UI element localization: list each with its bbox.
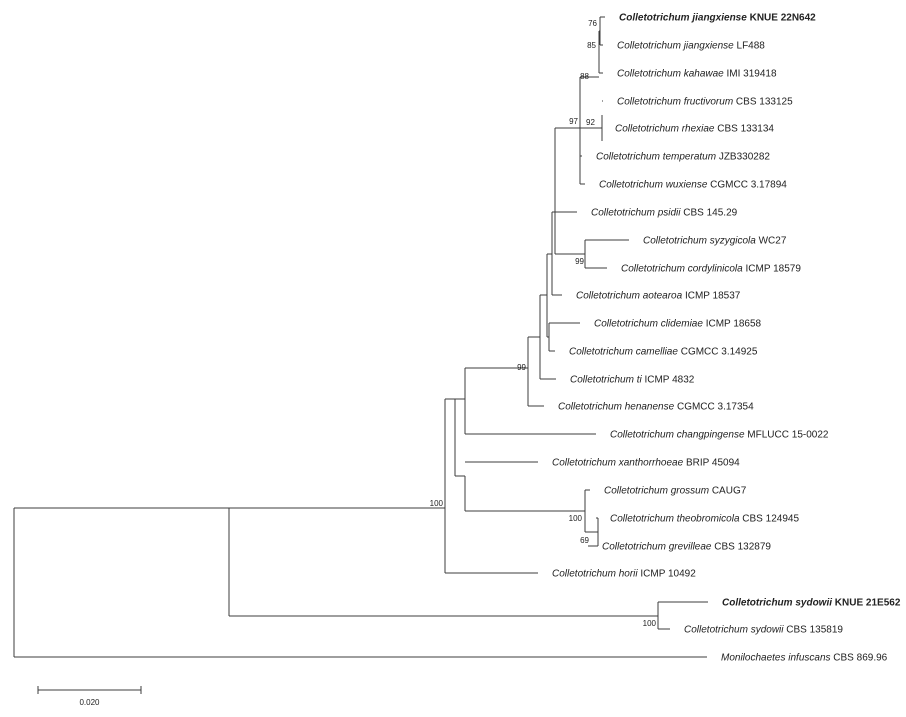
strain-id: CBS 124945 (740, 514, 800, 525)
species-name: Colletotrichum camelliae (569, 347, 678, 358)
species-name: Monilochaetes infuscans (721, 653, 831, 664)
species-name: Colletotrichum syzygicola (643, 236, 756, 247)
bootstrap-value: 100 (643, 619, 657, 628)
strain-id: ICMP 18537 (682, 291, 741, 302)
taxon-labels: Colletotrichum jiangxiense KNUE 22N642Co… (552, 13, 901, 664)
taxon-label: Colletotrichum camelliae CGMCC 3.14925 (569, 347, 758, 358)
species-name: Colletotrichum psidii (591, 208, 681, 219)
taxon-label: Colletotrichum psidii CBS 145.29 (591, 208, 738, 219)
strain-id: CBS 869.96 (831, 653, 888, 664)
taxon-label: Colletotrichum horii ICMP 10492 (552, 569, 696, 580)
species-name: Colletotrichum cordylinicola (621, 264, 743, 275)
strain-id: KNUE 22N642 (747, 13, 816, 24)
taxon-label: Colletotrichum sydowii KNUE 21E562 (722, 598, 901, 609)
species-name: Colletotrichum henanense (558, 402, 675, 413)
taxon-label: Colletotrichum rhexiae CBS 133134 (615, 124, 774, 135)
strain-id: ICMP 18658 (703, 319, 762, 330)
taxon-label: Colletotrichum changpingense MFLUCC 15-0… (610, 430, 829, 441)
species-name: Colletotrichum ti (570, 375, 642, 386)
strain-id: BRIP 45094 (683, 458, 740, 469)
species-name: Colletotrichum jiangxiense (619, 13, 747, 24)
bootstrap-value: 97 (569, 117, 578, 126)
taxon-label: Colletotrichum clidemiae ICMP 18658 (594, 319, 762, 330)
species-name: Colletotrichum fructivorum (617, 97, 733, 108)
strain-id: CGMCC 3.14925 (678, 347, 758, 358)
strain-id: CBS 145.29 (680, 208, 737, 219)
species-name: Colletotrichum rhexiae (615, 124, 715, 135)
taxon-label: Colletotrichum sydowii CBS 135819 (684, 625, 843, 636)
bootstrap-value: 88 (580, 72, 589, 81)
taxon-label: Colletotrichum jiangxiense KNUE 22N642 (619, 13, 816, 24)
strain-id: JZB330282 (716, 152, 770, 163)
taxon-label: Colletotrichum syzygicola WC27 (643, 236, 787, 247)
taxon-label: Colletotrichum temperatum JZB330282 (596, 152, 770, 163)
species-name: Colletotrichum wuxiense (599, 180, 708, 191)
strain-id: CGMCC 3.17354 (674, 402, 754, 413)
bootstrap-value: 85 (587, 41, 596, 50)
taxon-label: Monilochaetes infuscans CBS 869.96 (721, 653, 888, 664)
taxon-label: Colletotrichum aotearoa ICMP 18537 (576, 291, 741, 302)
strain-id: ICMP 18579 (743, 264, 802, 275)
species-name: Colletotrichum clidemiae (594, 319, 703, 330)
taxon-label: Colletotrichum kahawae IMI 319418 (617, 69, 777, 80)
bootstrap-value: 92 (586, 118, 595, 127)
species-name: Colletotrichum xanthorrhoeae (552, 458, 684, 469)
species-name: Colletotrichum grossum (604, 486, 709, 497)
species-name: Colletotrichum changpingense (610, 430, 745, 441)
strain-id: ICMP 4832 (642, 375, 695, 386)
species-name: Colletotrichum horii (552, 569, 638, 580)
scale-bar-label: 0.020 (79, 698, 100, 707)
species-name: Colletotrichum sydowii (722, 598, 832, 609)
bootstrap-value: 99 (575, 257, 584, 266)
strain-id: MFLUCC 15-0022 (745, 430, 829, 441)
bootstrap-values: 76 85 88 92 97 99 99 100 100 69 100 (430, 19, 657, 628)
species-name: Colletotrichum temperatum (596, 152, 716, 163)
taxon-label: Colletotrichum grossum CAUG7 (604, 486, 747, 497)
bootstrap-value: 99 (517, 363, 526, 372)
strain-id: CBS 133125 (733, 97, 793, 108)
taxon-label: Colletotrichum wuxiense CGMCC 3.17894 (599, 180, 787, 191)
strain-id: IMI 319418 (724, 69, 777, 80)
taxon-label: Colletotrichum henanense CGMCC 3.17354 (558, 402, 754, 413)
taxon-label: Colletotrichum xanthorrhoeae BRIP 45094 (552, 458, 740, 469)
species-name: Colletotrichum aotearoa (576, 291, 683, 302)
strain-id: CBS 135819 (783, 625, 843, 636)
bootstrap-value: 100 (430, 499, 444, 508)
taxon-label: Colletotrichum fructivorum CBS 133125 (617, 97, 793, 108)
taxon-label: Colletotrichum cordylinicola ICMP 18579 (621, 264, 801, 275)
taxon-label: Colletotrichum grevilleae CBS 132879 (602, 542, 771, 553)
species-name: Colletotrichum sydowii (684, 625, 784, 636)
species-name: Colletotrichum theobromicola (610, 514, 740, 525)
strain-id: CBS 132879 (712, 542, 772, 553)
species-name: Colletotrichum kahawae (617, 69, 724, 80)
strain-id: WC27 (756, 236, 787, 247)
bootstrap-value: 69 (580, 536, 589, 545)
bootstrap-value: 100 (569, 514, 583, 523)
strain-id: KNUE 21E562 (832, 598, 901, 609)
taxon-label: Colletotrichum theobromicola CBS 124945 (610, 514, 799, 525)
species-name: Colletotrichum grevilleae (602, 542, 712, 553)
strain-id: CGMCC 3.17894 (707, 180, 787, 191)
strain-id: CAUG7 (709, 486, 747, 497)
scale-bar: 0.020 (37, 686, 142, 707)
bootstrap-value: 76 (588, 19, 597, 28)
tree-branches (13, 16, 708, 658)
taxon-label: Colletotrichum ti ICMP 4832 (570, 375, 695, 386)
strain-id: ICMP 10492 (638, 569, 697, 580)
strain-id: LF488 (734, 41, 766, 52)
species-name: Colletotrichum jiangxiense (617, 41, 734, 52)
taxon-label: Colletotrichum jiangxiense LF488 (617, 41, 765, 52)
strain-id: CBS 133134 (715, 124, 775, 135)
